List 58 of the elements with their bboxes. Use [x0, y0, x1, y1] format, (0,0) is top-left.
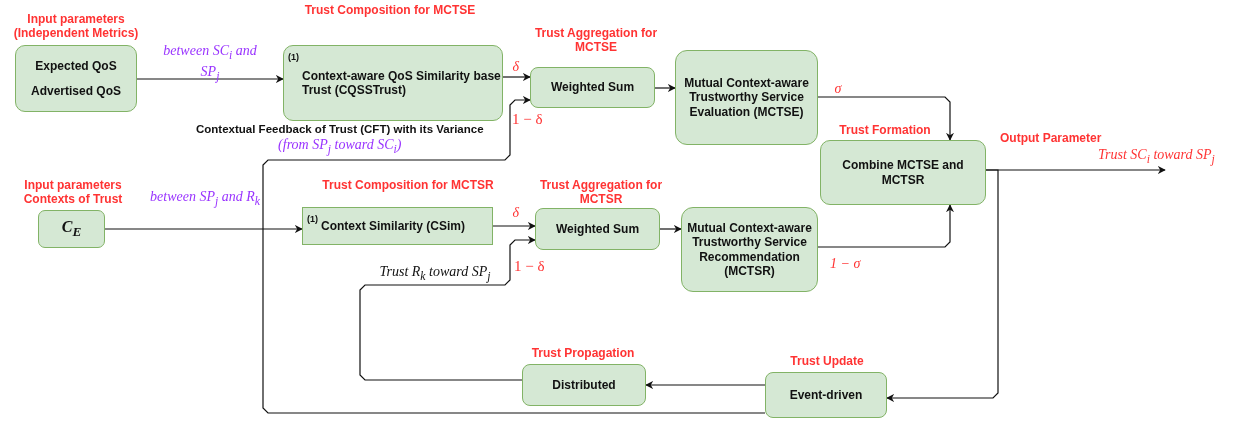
arrow: [492, 222, 536, 230]
weight-label: 1 − δ: [512, 110, 543, 128]
process-box: [38, 210, 105, 248]
process-box: [15, 45, 137, 112]
box-label: Distributed: [552, 377, 616, 393]
arrow: [817, 204, 954, 248]
box-label: Combine MCTSE and MCTSR: [841, 158, 965, 187]
box-label: Context Similarity (CSim): [321, 218, 466, 234]
edge-label: between SP$_{j}$ and R$_{k}$: [150, 188, 260, 210]
arrow: [654, 84, 676, 92]
process-box: [302, 207, 493, 245]
process-box: [765, 372, 887, 418]
box-label: Mutual Context-aware Trustworthy Service Evaluation (MCTSE): [683, 75, 810, 120]
weight-label: 1 − δ: [514, 257, 545, 275]
arrow: [817, 96, 954, 141]
edge-label: between SC$_{i}$ and SP$_{j}$: [162, 42, 258, 85]
edge-label: Contextual Feedback of Trust (CFT) with its Variance (from SP$_{j}$ toward SC$_{i}$): [196, 122, 484, 158]
box-label: Weighted Sum: [555, 221, 640, 237]
section-heading: Trust Aggregation for MCTSR: [538, 178, 664, 207]
box-label: Expected QoS: [35, 59, 117, 74]
process-box: [522, 364, 646, 406]
section-heading: Trust Propagation: [530, 346, 636, 361]
process-box: [820, 140, 986, 205]
box-label: Mutual Context-aware Trustworthy Service Recommendation (MCTSR): [686, 220, 813, 279]
section-heading: Trust Formation: [838, 123, 932, 138]
arrow: [886, 169, 999, 402]
arrow: [502, 73, 531, 81]
process-box: [530, 67, 655, 108]
edge-label: δ: [512, 204, 519, 222]
box-label: Context-aware QoS Similarity base Trust (CQSSTrust): [302, 68, 502, 98]
section-heading: Input parameters (Independent Metrics): [12, 12, 140, 41]
box-label: C$_{E}$: [61, 217, 82, 241]
arrow: [136, 75, 284, 83]
box-label: Event-driven: [789, 387, 863, 403]
section-heading: Trust Composition for MCTSR: [321, 178, 495, 193]
arrow: [659, 225, 682, 233]
edge-label: Trust SC$_{i}$ toward SP$_{j}$: [1098, 146, 1215, 168]
box-label: Advertised QoS: [31, 83, 121, 98]
arrow: [645, 381, 766, 389]
process-box: [535, 208, 660, 250]
section-heading: Trust Update: [789, 354, 865, 369]
section-heading: Output Parameter: [1000, 131, 1102, 146]
equation-number: (1): [307, 214, 318, 225]
process-box: [283, 45, 503, 121]
edge-label: δ: [512, 58, 519, 76]
arrow: [104, 225, 303, 233]
arrow: [359, 236, 536, 381]
process-box: [675, 50, 818, 145]
edge-label: σ: [834, 80, 842, 98]
section-heading: Trust Aggregation for MCTSE: [533, 26, 659, 55]
edge-label: Trust R$_{k}$ toward SP$_{j}$: [379, 263, 491, 285]
edge-label: 1 − σ: [830, 255, 861, 273]
arrow: [262, 96, 766, 414]
section-heading: Input parameters Contexts of Trust: [22, 178, 124, 207]
section-heading: Trust Composition for MCTSE: [303, 3, 477, 18]
box-label: Weighted Sum: [550, 80, 635, 95]
equation-number: (1): [288, 52, 299, 63]
process-box: [681, 207, 818, 292]
